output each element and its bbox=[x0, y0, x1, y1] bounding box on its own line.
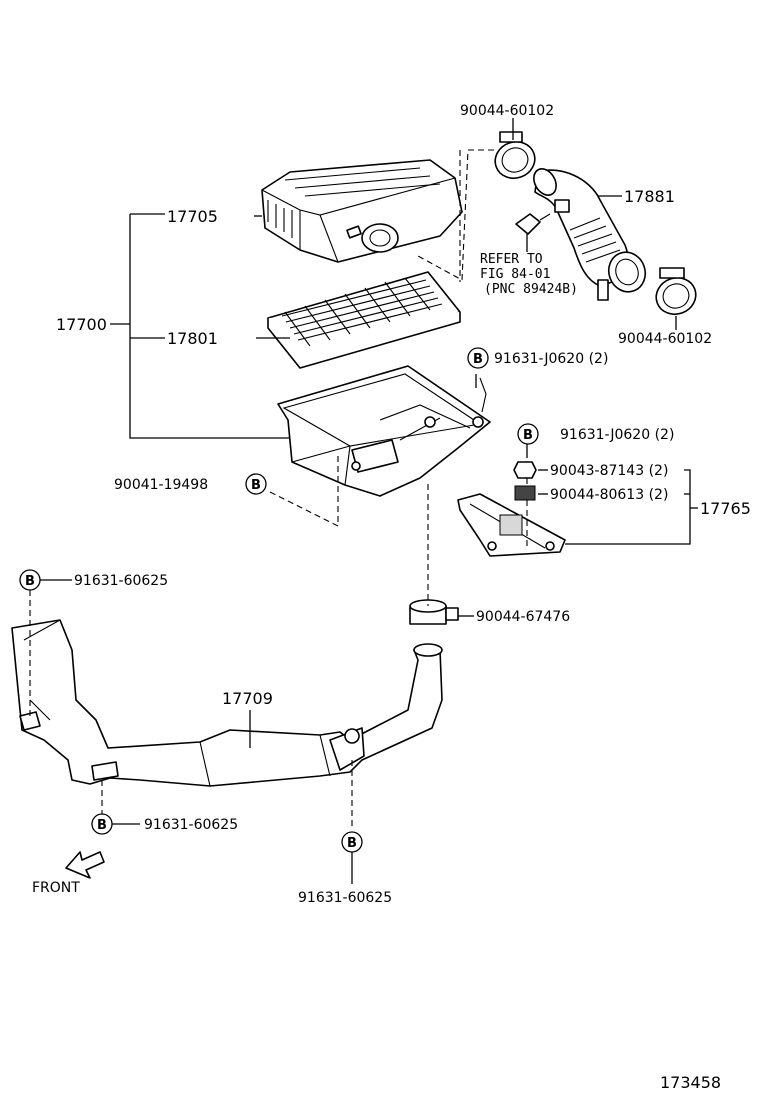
label-bolt-bracket: 91631-J0620 (2) bbox=[560, 427, 674, 443]
label-nut-bracket: 90043-87143 (2) bbox=[550, 463, 668, 479]
nut-icon bbox=[513, 461, 537, 479]
svg-text:B: B bbox=[523, 428, 533, 443]
leader-lines bbox=[40, 118, 698, 884]
bolt-symbol-clip-case: B bbox=[245, 473, 267, 495]
svg-text:B: B bbox=[25, 574, 35, 589]
bolt-symbol-duct-top: B bbox=[19, 569, 41, 591]
svg-text:B: B bbox=[97, 818, 107, 833]
label-clamp-top: 90044-60102 bbox=[460, 103, 554, 119]
hose-clamp-right bbox=[655, 267, 697, 316]
label-refer-line1: REFER TO bbox=[480, 252, 543, 267]
grommet-icon bbox=[514, 485, 536, 501]
label-bracket: 17765 bbox=[700, 499, 751, 518]
label-bolt-duct-center: 91631-60625 bbox=[298, 890, 392, 906]
filter-element bbox=[267, 271, 461, 369]
svg-text:B: B bbox=[251, 478, 261, 493]
label-inlet-duct: 17709 bbox=[222, 689, 273, 708]
label-air-cleaner-cap: 17705 bbox=[167, 207, 218, 226]
label-filter-element: 17801 bbox=[167, 329, 218, 348]
hose-clamp-mid bbox=[409, 599, 459, 625]
label-air-cleaner-assy: 17700 bbox=[56, 315, 107, 334]
label-hose-inlet: 17881 bbox=[624, 187, 675, 206]
sensor-connector bbox=[515, 213, 551, 235]
label-refer-line3: (PNC 89424B) bbox=[484, 282, 578, 297]
label-grommet-bracket: 90044-80613 (2) bbox=[550, 487, 668, 503]
svg-text:B: B bbox=[347, 836, 357, 851]
label-clip-case: 90041-19498 bbox=[114, 477, 208, 493]
front-arrow-icon bbox=[65, 851, 105, 879]
label-clamp-right: 90044-60102 bbox=[618, 331, 712, 347]
dashed-lines bbox=[29, 149, 528, 830]
figure-number: 173458 bbox=[660, 1073, 721, 1092]
svg-text:B: B bbox=[473, 352, 483, 367]
label-bolt-case-right: 91631-J0620 (2) bbox=[494, 351, 608, 367]
bolt-symbol-duct-bottom: B bbox=[91, 813, 113, 835]
label-refer-line2: FIG 84-01 bbox=[480, 267, 550, 282]
bolt-symbol-duct-center: B bbox=[341, 831, 363, 853]
label-bolt-duct-top: 91631-60625 bbox=[74, 573, 168, 589]
label-hose-clamp: 90044-67476 bbox=[476, 609, 570, 625]
label-bolt-duct-bottom: 91631-60625 bbox=[144, 817, 238, 833]
bolt-symbol-bracket: B bbox=[517, 423, 539, 445]
air-cleaner-cap bbox=[261, 159, 463, 263]
assembly-bracket-17700 bbox=[110, 213, 290, 439]
bracket bbox=[457, 493, 566, 557]
air-cleaner-case bbox=[277, 365, 491, 497]
bolt-symbol-case-right: B bbox=[467, 347, 489, 369]
hose-clamp-top bbox=[494, 131, 536, 180]
inlet-duct bbox=[11, 619, 443, 787]
inlet-hose bbox=[533, 168, 647, 301]
label-front: FRONT bbox=[32, 880, 80, 896]
